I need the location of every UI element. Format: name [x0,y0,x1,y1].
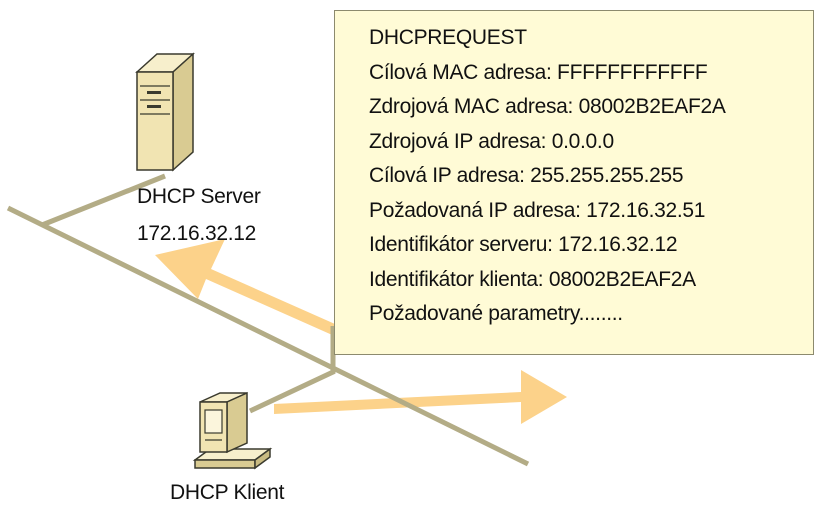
broadcast-arrow-to-network [274,370,567,424]
dhcp-request-packet: DHCPREQUEST Cílová MAC adresa: FFFFFFFFF… [334,10,814,355]
network-line [6,205,530,467]
packet-field-params: Požadované parametry........ [369,302,623,325]
packet-field-server-id: Identifikátor serveru: 172.16.32.12 [369,233,678,256]
packet-type: DHCPREQUEST [369,26,527,49]
broadcast-arrow-to-server [155,239,344,338]
packet-field-client-id: Identifikátor klienta: 08002B2EAF2A [369,267,696,291]
packet-field-src-mac: Zdrojová MAC adresa: 08002B2EAF2A [369,95,726,118]
client-network-link [248,326,336,414]
server-ip: 172.16.32.12 [137,222,257,245]
packet-field-dest-mac: Cílová MAC adresa: FFFFFFFFFFFF [369,60,708,84]
server-tower-icon [135,52,195,172]
packet-field-src-ip: Zdrojová IP adresa: 0.0.0.0 [369,129,614,153]
packet-field-requested-ip: Požadovaná IP adresa: 172.16.32.51 [369,198,706,222]
client-name: DHCP Klient [170,481,285,504]
server-name: DHCP Server [137,185,261,208]
packet-field-dest-ip: Cílová IP adresa: 255.255.255.255 [369,164,684,187]
desktop-computer-icon [192,391,273,470]
server-network-link [41,173,166,228]
